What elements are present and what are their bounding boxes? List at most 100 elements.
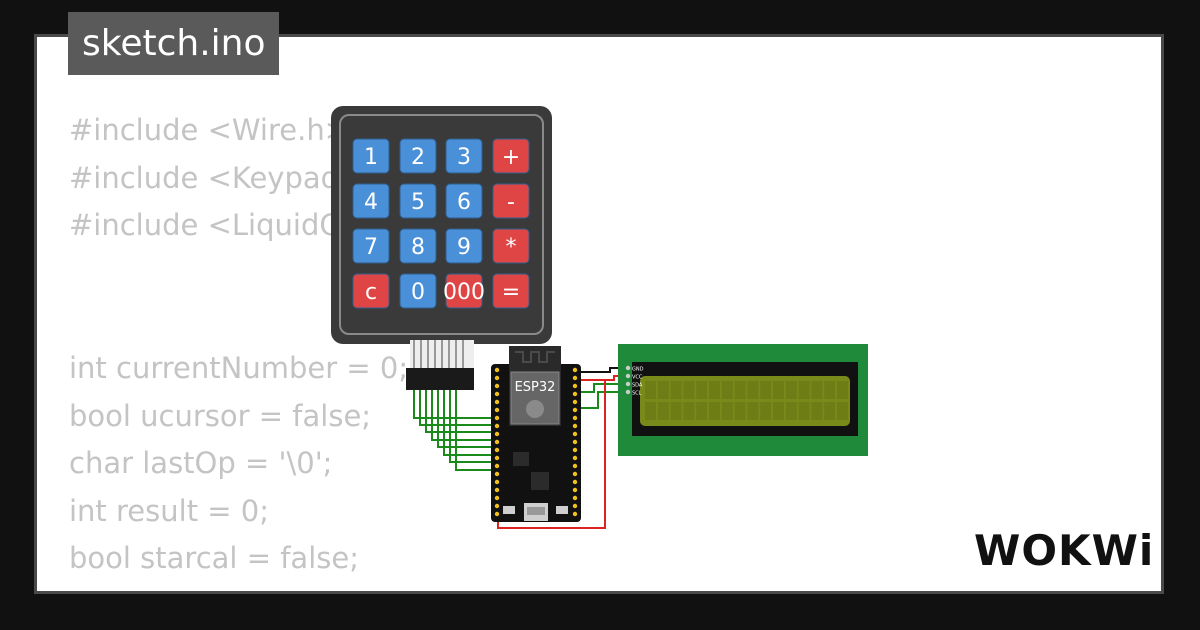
header-pin <box>494 367 500 373</box>
lcd-pin <box>625 381 631 387</box>
header-pin <box>572 415 578 421</box>
keypad-key[interactable]: 4 <box>352 183 390 219</box>
header-pin <box>572 463 578 469</box>
lcd-cell <box>657 381 669 399</box>
keypad-key[interactable]: = <box>492 273 530 309</box>
lcd-cell <box>709 381 720 399</box>
header-pin <box>572 375 578 381</box>
lcd-pin <box>625 389 631 395</box>
keypad-connector <box>406 340 474 390</box>
lcd-pin-label: VCC <box>632 375 643 381</box>
code-line: bool showingResult = false; // To track … <box>69 583 958 591</box>
keypad-key-label: 000 <box>443 280 485 305</box>
lcd-cell <box>734 381 746 399</box>
header-pin <box>494 487 500 493</box>
keypad-key[interactable]: 3 <box>445 138 483 174</box>
keypad-key-label: - <box>507 190 515 215</box>
lcd-cell <box>760 402 772 420</box>
lcd-cell <box>747 381 759 399</box>
code-line: #include <Wire.h> <box>69 113 350 147</box>
header-pin <box>494 503 500 509</box>
lcd-cell <box>645 402 656 420</box>
keypad-key[interactable]: 7 <box>352 228 390 264</box>
lcd-cell <box>645 381 656 399</box>
lcd-cell <box>773 381 784 399</box>
header-pin <box>572 479 578 485</box>
lcd-cell <box>837 402 848 420</box>
header-pin <box>494 383 500 389</box>
header-pin <box>494 495 500 501</box>
keypad-key-label: 7 <box>364 235 378 260</box>
lcd-cell <box>696 381 708 399</box>
header-pin <box>572 367 578 373</box>
lcd-cell <box>657 402 669 420</box>
header-pin <box>494 423 500 429</box>
esp32-board: ESP32 <box>491 346 581 522</box>
lcd-cell <box>811 402 823 420</box>
lcd-cell <box>824 402 836 420</box>
keypad-key-label: 9 <box>457 235 471 260</box>
header-pin <box>572 391 578 397</box>
keypad-key-label: = <box>502 280 520 305</box>
header-pin <box>572 383 578 389</box>
lcd-wires <box>578 367 628 409</box>
header-pin <box>494 511 500 517</box>
keypad-key[interactable]: + <box>492 138 530 174</box>
header-pin <box>494 431 500 437</box>
header-pin <box>494 447 500 453</box>
code-line: int result = 0; <box>69 493 270 528</box>
lcd-pin-label: SDA <box>632 383 643 389</box>
lcd-pin <box>625 365 631 371</box>
header-pin <box>494 455 500 461</box>
wifi-icon <box>526 400 544 418</box>
lcd-cell <box>670 402 682 420</box>
lcd-cell <box>785 381 797 399</box>
keypad-key-label: 4 <box>364 190 378 215</box>
keypad-key[interactable]: c <box>352 273 390 309</box>
keypad-key[interactable]: 2 <box>399 138 437 174</box>
header-pin <box>494 391 500 397</box>
keypad-key[interactable]: 8 <box>399 228 437 264</box>
keypad-key[interactable]: 0 <box>399 273 437 309</box>
lcd-cell <box>721 402 733 420</box>
lcd-pin-label: GND <box>632 367 644 373</box>
header-pin <box>572 439 578 445</box>
header-pin <box>494 407 500 413</box>
keypad-key[interactable]: 000 <box>443 273 485 309</box>
lcd-pin-label: SCL <box>632 391 642 397</box>
keypad-key[interactable]: * <box>492 228 530 264</box>
lcd-cell <box>709 402 720 420</box>
keypad-key[interactable]: 6 <box>445 183 483 219</box>
keypad-wires <box>413 390 497 471</box>
code-line: bool ucursor = false; <box>69 398 372 433</box>
lcd-cell <box>824 381 836 399</box>
wokwi-logo: WOKWi <box>974 526 1155 575</box>
keypad-key[interactable]: 5 <box>399 183 437 219</box>
keypad-key[interactable]: 9 <box>445 228 483 264</box>
lcd-cell <box>785 402 797 420</box>
keypad-key-label: 1 <box>364 145 378 170</box>
lcd-cell <box>798 381 810 399</box>
code-line: int currentNumber = 0; <box>69 350 409 385</box>
keypad-key[interactable]: - <box>492 183 530 219</box>
keypad-key-label: 6 <box>457 190 471 215</box>
lcd-cell <box>721 381 733 399</box>
lcd-cell <box>683 381 695 399</box>
lcd-cell <box>734 402 746 420</box>
keypad-key-label: 2 <box>411 145 425 170</box>
keypad-key[interactable]: 1 <box>352 138 390 174</box>
header-pin <box>572 423 578 429</box>
code-line: char lastOp = '\0'; <box>69 446 333 481</box>
header-pin <box>572 511 578 517</box>
header-pin <box>494 479 500 485</box>
lcd-cell <box>683 402 695 420</box>
lcd-cell <box>837 381 848 399</box>
header-pin <box>572 471 578 477</box>
keypad-key-label: 8 <box>411 235 425 260</box>
lcd-display: GND VCC SDA SCL <box>618 344 868 456</box>
keypad-key-label: + <box>502 145 520 170</box>
file-title: sketch.ino <box>68 12 280 75</box>
header-pin <box>494 375 500 381</box>
